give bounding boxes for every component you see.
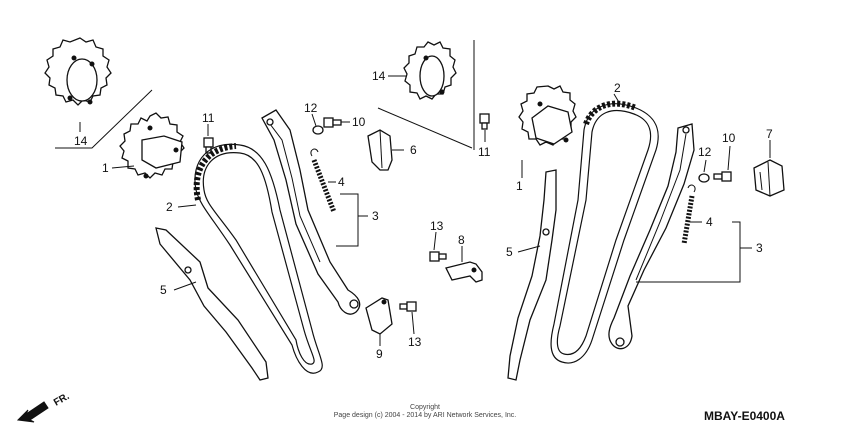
- spring-4-right[interactable]: [681, 184, 696, 245]
- label-5-left: 5: [160, 283, 167, 297]
- label-9: 9: [376, 347, 383, 361]
- label-4-left: 4: [338, 175, 345, 189]
- label-1-left: 1: [102, 161, 109, 175]
- cam-sprocket-14-left[interactable]: [44, 37, 112, 106]
- label-12-left: 12: [304, 101, 318, 115]
- label-2-left: 2: [166, 200, 173, 214]
- label-11-left: 11: [202, 111, 215, 125]
- cam-chain-2-right[interactable]: [550, 100, 659, 364]
- label-12-right: 12: [698, 145, 712, 159]
- section-divider-left: [55, 89, 153, 149]
- bolt-13-top[interactable]: [429, 251, 447, 262]
- copyright-line-2: Page design (c) 2004 - 2014 by ARI Netwo…: [333, 412, 517, 419]
- direction-label: FR.: [52, 391, 72, 409]
- cam-chain-2-left[interactable]: [193, 143, 323, 374]
- plate-9[interactable]: [365, 297, 393, 335]
- spring-4-left[interactable]: [310, 148, 337, 213]
- label-10-right: 10: [722, 131, 736, 145]
- label-10-left: 10: [352, 115, 366, 129]
- bolt-10-left[interactable]: [323, 117, 342, 128]
- chain-guide-5-left[interactable]: [155, 227, 269, 381]
- label-1-right: 1: [516, 179, 523, 193]
- label-11-right: 11: [478, 145, 491, 159]
- label-13-top: 13: [430, 219, 444, 233]
- damper-block-7[interactable]: [753, 159, 785, 197]
- bolt-10-right[interactable]: [713, 171, 732, 182]
- label-7: 7: [766, 127, 773, 141]
- washer-12-right[interactable]: [698, 173, 710, 183]
- bracket-8[interactable]: [445, 261, 483, 283]
- label-4-right: 4: [706, 215, 713, 229]
- label-8: 8: [458, 233, 465, 247]
- label-2-right: 2: [614, 81, 621, 95]
- copyright-line-1: Copyright: [410, 404, 440, 411]
- cam-sprocket-1-left[interactable]: [119, 112, 185, 179]
- washer-12-left[interactable]: [312, 125, 324, 135]
- label-3-left: 3: [372, 209, 379, 223]
- chain-guide-5-right[interactable]: [507, 169, 557, 381]
- label-14-right: 14: [372, 69, 386, 83]
- label-14-left: 14: [74, 134, 88, 148]
- front-direction-arrow: FR.: [16, 391, 72, 423]
- bolt-13-bottom[interactable]: [399, 301, 417, 312]
- cam-sprocket-1-right[interactable]: [518, 85, 577, 146]
- label-6: 6: [410, 143, 417, 157]
- tensioner-arm-3-right[interactable]: [608, 123, 695, 350]
- label-3-right: 3: [756, 241, 763, 255]
- cam-sprocket-14-right[interactable]: [403, 41, 457, 100]
- label-5-right: 5: [506, 245, 513, 259]
- copyright-notice: Copyright Page design (c) 2004 - 2014 by…: [300, 404, 550, 420]
- chain-guide-6[interactable]: [367, 129, 393, 171]
- label-13-bottom: 13: [408, 335, 422, 349]
- bolt-11-right[interactable]: [479, 113, 490, 130]
- bolt-11-left[interactable]: [203, 137, 214, 154]
- section-divider-right: [377, 107, 473, 149]
- tensioner-arm-3-left[interactable]: [261, 109, 361, 315]
- diagram-code: MBAY-E0400A: [704, 409, 785, 423]
